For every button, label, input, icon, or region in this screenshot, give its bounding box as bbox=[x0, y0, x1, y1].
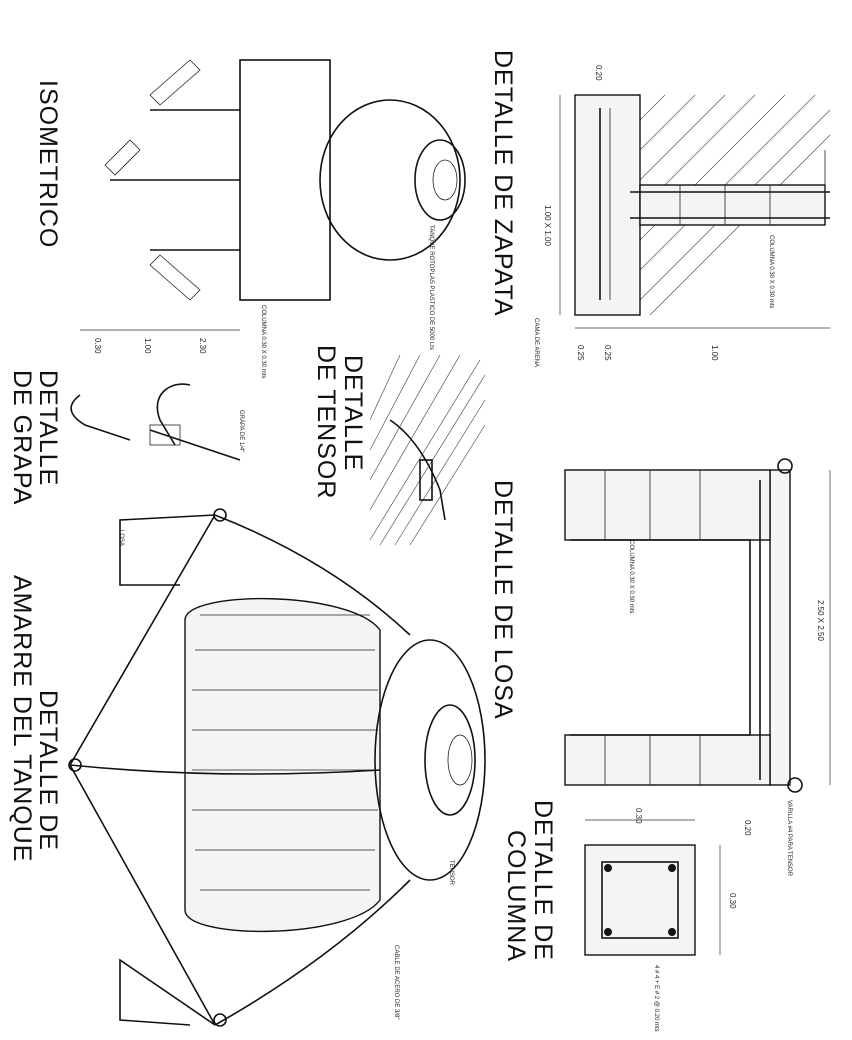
zapata-dim-3: 1.00 bbox=[710, 345, 719, 361]
title-tensor-1: DETALLE bbox=[339, 355, 367, 471]
isometric-detail: 2.30 1.00 0.30 TANQUE ROTOPLAS PLASTICO … bbox=[34, 59, 466, 378]
iso-footings bbox=[104, 59, 201, 301]
grapa-cable bbox=[149, 429, 241, 461]
zapata-column-note: COLUMNA 0.30 X 0.30 mts bbox=[768, 235, 774, 308]
iso-slab bbox=[239, 59, 331, 301]
losa-label: LOSA bbox=[118, 530, 124, 546]
iso-tank-body bbox=[319, 99, 461, 261]
amarre-cable-2 bbox=[69, 764, 381, 775]
amarre-tank-ribs bbox=[192, 614, 378, 891]
title-amarre-1: DETALLE DE bbox=[34, 690, 62, 851]
column-section bbox=[584, 844, 696, 956]
grapa-u-bolt bbox=[156, 383, 191, 446]
tensor-frame bbox=[365, 350, 485, 545]
columna-detail: 0.30 0.30 4 # 4 + E # 2 @ 0.20 mts DETAL… bbox=[502, 800, 737, 1032]
amarre-detail: LOSA TENSOR CABLE DE ACERO DE 3/8" DETAL… bbox=[8, 508, 486, 1027]
zapata-dim-2: 0.25 bbox=[603, 345, 612, 361]
footing-column bbox=[639, 184, 826, 226]
losa-column-note: COLUMNA 0.30 X 0.30 mts bbox=[628, 540, 634, 613]
amarre-tank bbox=[184, 597, 381, 933]
amarre-cable-3 bbox=[214, 879, 411, 1026]
title-losa: DETALLE DE LOSA bbox=[489, 480, 517, 720]
columna-dim-2: 0.30 bbox=[634, 808, 643, 824]
hook-top bbox=[777, 458, 793, 474]
title-grapa-2: DE GRAPA bbox=[8, 370, 36, 505]
iso-column-note: COLUMNA 0.30 X 0.30 mts bbox=[260, 305, 266, 378]
grapa-detail: GRAPA DE 1/4" DETALLE DE GRAPA bbox=[8, 370, 244, 505]
columna-dim-1: 0.30 bbox=[728, 893, 737, 909]
title-zapata: DETALLE DE ZAPATA bbox=[489, 50, 517, 317]
iso-dim-3: 0.30 bbox=[93, 338, 102, 354]
slab-section bbox=[769, 469, 791, 786]
iso-dim-2: 1.00 bbox=[143, 338, 152, 354]
title-tensor-2: DE TENSOR bbox=[312, 345, 340, 499]
footing-slab bbox=[574, 94, 641, 316]
zapata-dim-4: 0.20 bbox=[594, 65, 603, 81]
title-columna-1: DETALLE DE bbox=[529, 800, 557, 961]
column-stirrup bbox=[601, 861, 679, 939]
tensor-detail: DETALLE DE TENSOR bbox=[312, 345, 486, 546]
tensor-cable bbox=[389, 419, 446, 521]
slab-column-right bbox=[564, 734, 771, 786]
zapata-size-label: 1.00 X 1.00 bbox=[543, 205, 552, 246]
cama-arena-label: CAMA DE ARENA bbox=[533, 318, 539, 367]
tanque-label: TANQUE ROTOPLAS PLASTICO DE 5000 Lts bbox=[428, 225, 434, 350]
amarre-cable-1 bbox=[214, 514, 411, 636]
title-amarre-2: AMARRE DEL TANQUE bbox=[8, 575, 36, 862]
zapata-dim-1: 0.25 bbox=[576, 345, 585, 361]
losa-size-label: 2.50 X 2.50 bbox=[816, 600, 825, 641]
tensor-turnbuckle bbox=[419, 459, 433, 501]
cable-label: CABLE DE ACERO DE 3/8" bbox=[393, 945, 399, 1020]
varilla-tensor-label: VARILLA #4 PARA TENSOR bbox=[786, 800, 792, 877]
iso-columns bbox=[110, 109, 240, 251]
grapa-label: GRAPA DE 1/4" bbox=[238, 410, 244, 452]
iso-tank-lid bbox=[414, 139, 466, 221]
title-columna-2: COLUMNA bbox=[502, 830, 530, 962]
tensor-label: TENSOR bbox=[448, 860, 454, 886]
title-grapa-1: DETALLE bbox=[34, 370, 62, 486]
losa-dim-1: 0.20 bbox=[743, 820, 752, 836]
grapa-hook bbox=[70, 394, 131, 441]
zapata-detail: 1.00 X 1.00 0.25 0.25 1.00 0.20 COLUMNA … bbox=[489, 50, 831, 367]
iso-dim-1: 2.30 bbox=[198, 338, 207, 354]
amarre-tank-top bbox=[374, 639, 486, 881]
slab-column-left bbox=[564, 469, 771, 541]
losa-detail: 2.50 X 2.50 0.20 VARILLA #4 PARA TENSOR … bbox=[489, 458, 831, 877]
columna-estribos-note: 4 # 4 + E # 2 @ 0.20 mts bbox=[653, 965, 659, 1032]
hook-bottom bbox=[787, 777, 803, 793]
title-isometrico: ISOMETRICO bbox=[34, 80, 62, 248]
